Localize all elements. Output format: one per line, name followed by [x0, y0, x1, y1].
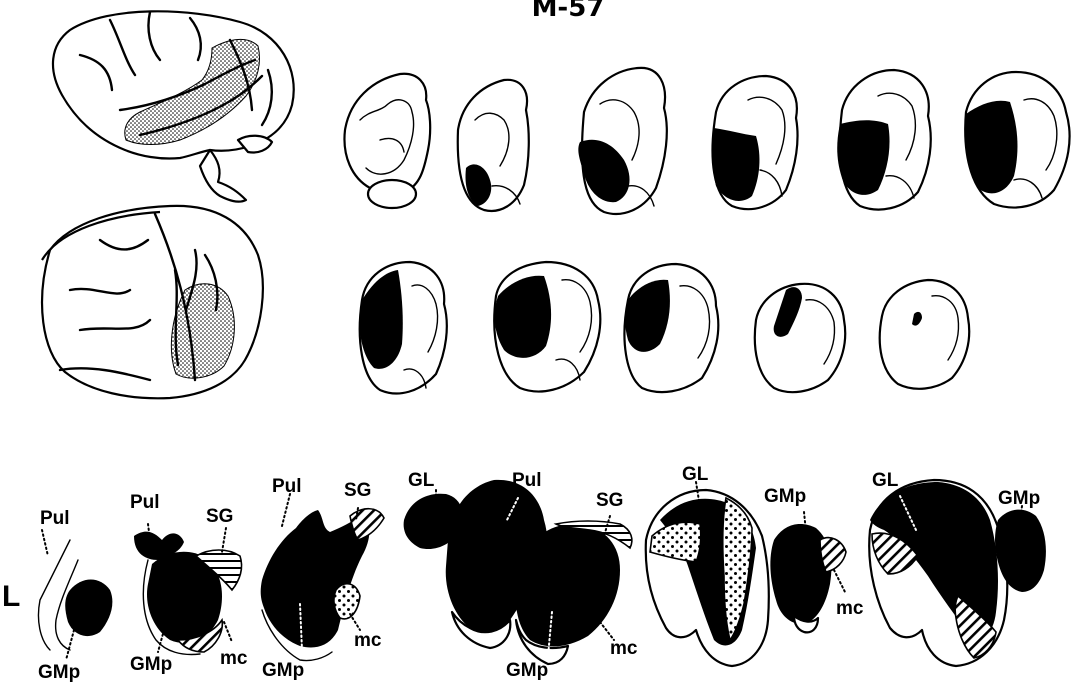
coronal-section-9	[624, 264, 718, 392]
coronal-section-3	[578, 68, 666, 214]
dorsal-brain-view	[42, 206, 263, 398]
coronal-section-6	[965, 72, 1070, 208]
label-gmp-c: GMp	[262, 660, 304, 681]
coronal-section-7	[360, 262, 447, 393]
label-mc-d: mc	[610, 638, 638, 659]
label-gl-e: GL	[682, 464, 709, 485]
thalamic-section-c: Pul SG mc GMp	[261, 476, 384, 681]
label-pul-b: Pul	[130, 492, 160, 513]
side-label: L	[2, 580, 20, 613]
label-mc-c: mc	[354, 630, 382, 651]
lateral-brain-view	[53, 11, 294, 201]
label-gmp-f: GMp	[998, 488, 1040, 509]
label-gmp-a: GMp	[38, 662, 80, 683]
label-gmp-e: GMp	[764, 486, 806, 507]
coronal-section-11	[880, 280, 969, 389]
label-gmp-d: GMp	[506, 660, 548, 681]
label-pul-a: Pul	[40, 508, 70, 529]
coronal-section-2	[458, 80, 529, 211]
label-gl-f: GL	[872, 470, 899, 491]
label-mc-b: mc	[220, 648, 248, 669]
label-sg-b: SG	[206, 506, 233, 527]
coronal-section-1	[344, 74, 430, 208]
coronal-section-4	[713, 76, 798, 209]
thalamic-section-f: GL GMp	[869, 470, 1046, 666]
thalamic-section-series: L Pul GMp Pul SG mc GMp	[2, 464, 1046, 683]
thalamic-section-b: Pul SG mc GMp	[130, 492, 248, 675]
coronal-section-5	[837, 70, 931, 210]
coronal-section-10	[755, 284, 845, 392]
coronal-section-row-1	[344, 68, 1069, 214]
label-sg-d: SG	[596, 490, 623, 511]
label-sg-c: SG	[344, 480, 371, 501]
figure-title: M-57	[532, 0, 605, 23]
coronal-section-row-2	[360, 262, 970, 393]
thalamic-section-d: GL Pul SG mc GMp	[404, 470, 638, 681]
label-mc-e: mc	[836, 598, 864, 619]
label-pul-c: Pul	[272, 476, 302, 497]
thalamic-section-e: GL GMp mc	[646, 464, 864, 666]
thalamic-section-a: Pul GMp	[38, 508, 112, 683]
coronal-section-8	[494, 262, 600, 391]
label-gl-d: GL	[408, 470, 435, 491]
label-gmp-b: GMp	[130, 654, 172, 675]
label-pul-d: Pul	[512, 470, 542, 491]
